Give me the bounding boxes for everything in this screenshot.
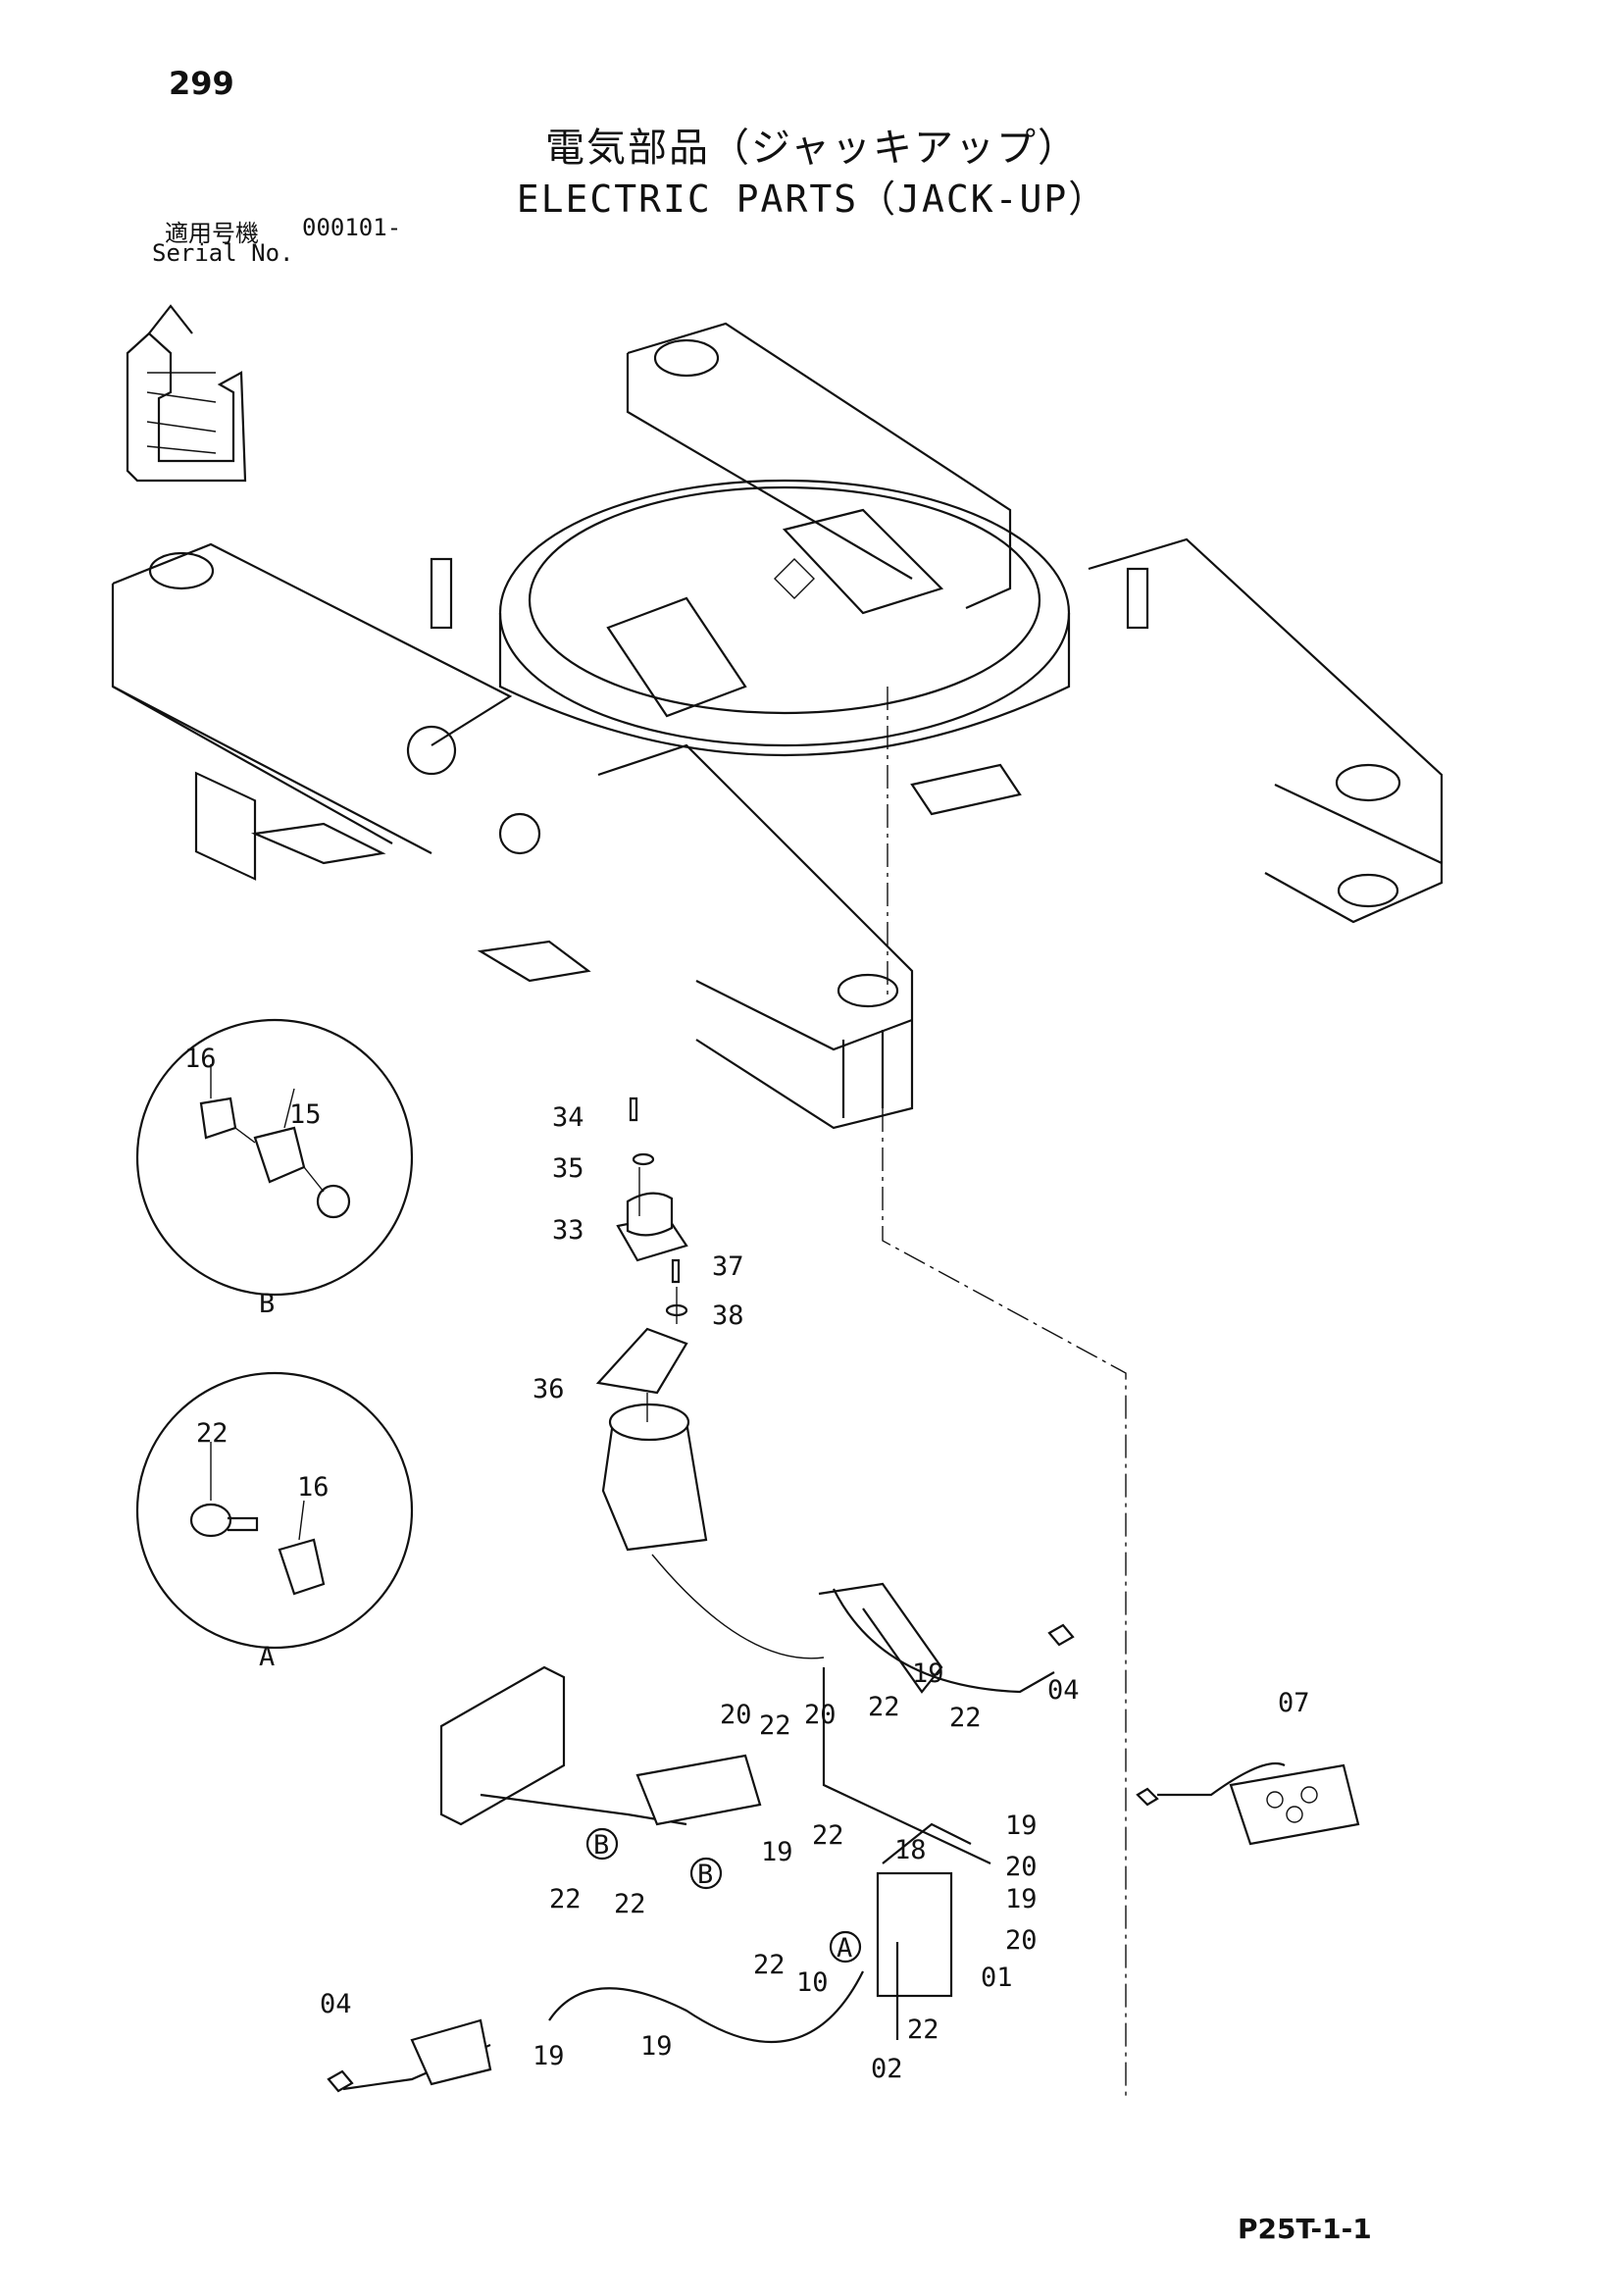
- detail-view-b: [135, 1018, 414, 1297]
- part-callout: 01: [981, 1963, 1013, 1993]
- detail-marker-letter: B: [697, 1860, 713, 1890]
- part-callout: 16: [297, 1472, 330, 1503]
- part-callout: 19: [533, 2041, 565, 2071]
- part-callout: 34: [552, 1102, 584, 1133]
- detail-view-letters: BA: [259, 1289, 275, 1672]
- part-callout: 22: [949, 1703, 982, 1733]
- part-callout: 04: [1047, 1675, 1080, 1706]
- part-callout: 22: [868, 1692, 900, 1722]
- part-callout: 22: [614, 1889, 646, 1919]
- part-callout: 33: [552, 1215, 584, 1246]
- page-number: 299: [169, 65, 234, 102]
- page-title-english: ELECTRIC PARTS（JACK-UP）: [516, 178, 1108, 221]
- part-callout: 22: [753, 1950, 786, 1980]
- part-callout: 22: [196, 1418, 228, 1449]
- page-code: P25T-1-1: [1238, 2213, 1372, 2245]
- detail-view-letter: A: [259, 1642, 275, 1672]
- part-callout: 02: [871, 2054, 903, 2084]
- part-callout: 16: [184, 1044, 217, 1074]
- detail-marker-letter: A: [837, 1933, 852, 1964]
- part-callout: 19: [640, 2031, 673, 2062]
- part-callout: 04: [320, 1989, 352, 2019]
- part-callout: 10: [796, 1967, 829, 1998]
- part-callout: 19: [1005, 1811, 1038, 1841]
- page-title-japanese: 電気部品（ジャッキアップ）: [545, 126, 1079, 171]
- detail-view-letter: B: [259, 1289, 275, 1319]
- buzzer-assembly: [595, 1097, 825, 1659]
- part-callout: 36: [533, 1374, 565, 1404]
- part-callout: 20: [804, 1700, 837, 1730]
- part-callout: 18: [894, 1835, 927, 1865]
- part-callout: 07: [1278, 1688, 1310, 1718]
- part-callout: 22: [812, 1820, 844, 1851]
- track-frame-drawing: [111, 322, 1444, 2099]
- part-callout: 38: [712, 1301, 744, 1331]
- part-callout: 20: [1005, 1925, 1038, 1956]
- part-callout: 22: [549, 1884, 582, 1914]
- marker-letters: B B A: [593, 1830, 852, 1964]
- detail-view-a: [135, 1371, 414, 1650]
- harness-assembly: [327, 1582, 1360, 2093]
- part-callout: 22: [759, 1710, 791, 1741]
- part-callout: 20: [720, 1700, 752, 1730]
- part-callout: 35: [552, 1153, 584, 1184]
- serial-label-english: Serial No.: [152, 239, 294, 267]
- serial-label-japanese: 適用号機: [165, 220, 259, 247]
- serial-number-value: 000101-: [302, 214, 402, 241]
- part-callout: 19: [912, 1658, 944, 1689]
- part-callout: 19: [1005, 1884, 1038, 1914]
- part-callout: 19: [761, 1837, 793, 1867]
- part-callout: 15: [289, 1099, 322, 1130]
- orientation-icon: [126, 304, 247, 483]
- part-callout: 22: [907, 2015, 939, 2045]
- part-callout: 20: [1005, 1852, 1038, 1882]
- detail-marker-letter: B: [593, 1830, 609, 1861]
- part-callout: 37: [712, 1251, 744, 1282]
- detail-markers: [585, 1827, 862, 1964]
